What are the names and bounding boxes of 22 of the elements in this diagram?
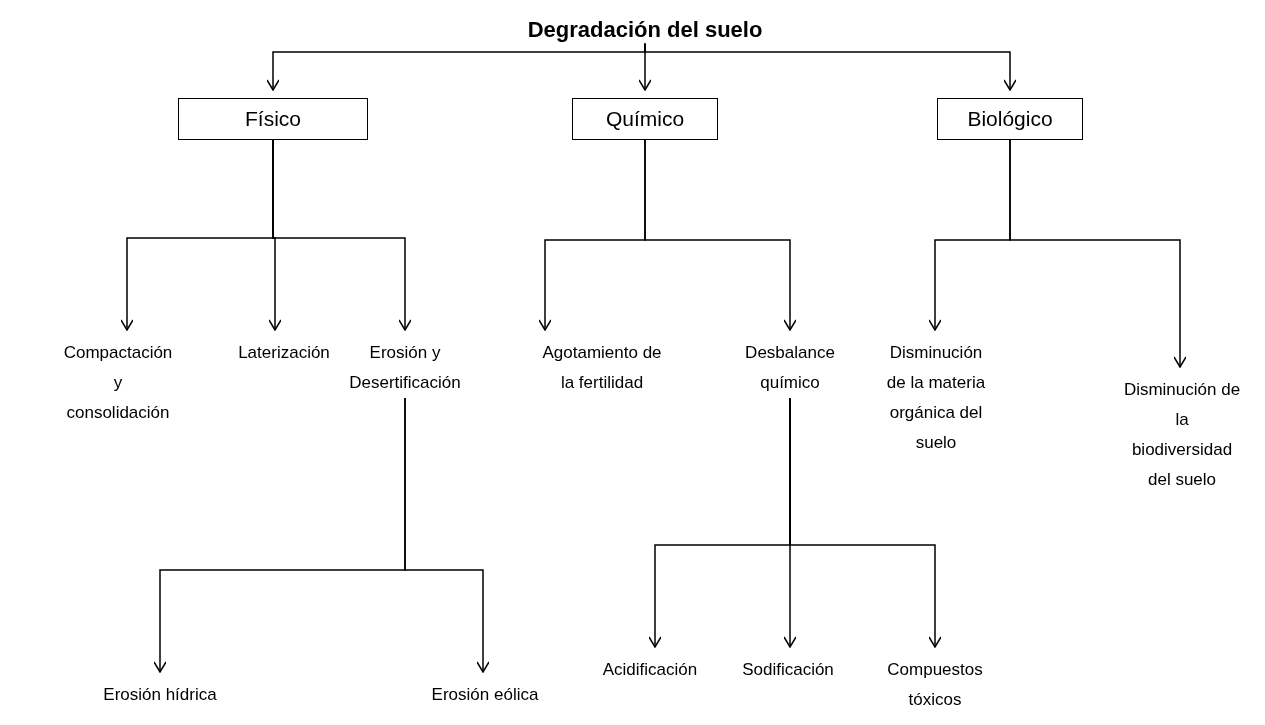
category-box: Biológico: [937, 98, 1083, 140]
node-label: Laterización: [229, 338, 339, 368]
node-label: Acidificación: [590, 655, 710, 685]
arrow: [404, 397, 490, 673]
node-label: Erosión eólica: [415, 680, 555, 710]
category-box: Físico: [178, 98, 368, 140]
node-label: Erosión hídrica: [90, 680, 230, 710]
node-label: Disminución de la materia orgánica del suelo: [880, 338, 992, 458]
node-label: Desbalance químico: [735, 338, 845, 398]
category-box: Químico: [572, 98, 718, 140]
node-label: Disminución de la biodiversidad del suelo: [1123, 375, 1241, 495]
heading: Degradación del suelo: [445, 16, 845, 44]
arrow: [789, 397, 942, 648]
arrow: [272, 139, 412, 331]
node-label: Erosión y Desertificación: [340, 338, 470, 398]
arrow: [644, 139, 797, 331]
arrow: [644, 42, 1017, 91]
node-label: Agotamiento de la fertilidad: [536, 338, 668, 398]
node-label: Sodificación: [728, 655, 848, 685]
node-label: Compactación y consolidación: [62, 338, 174, 428]
node-label: Compuestos tóxicos: [880, 655, 990, 715]
arrow: [1009, 139, 1187, 368]
